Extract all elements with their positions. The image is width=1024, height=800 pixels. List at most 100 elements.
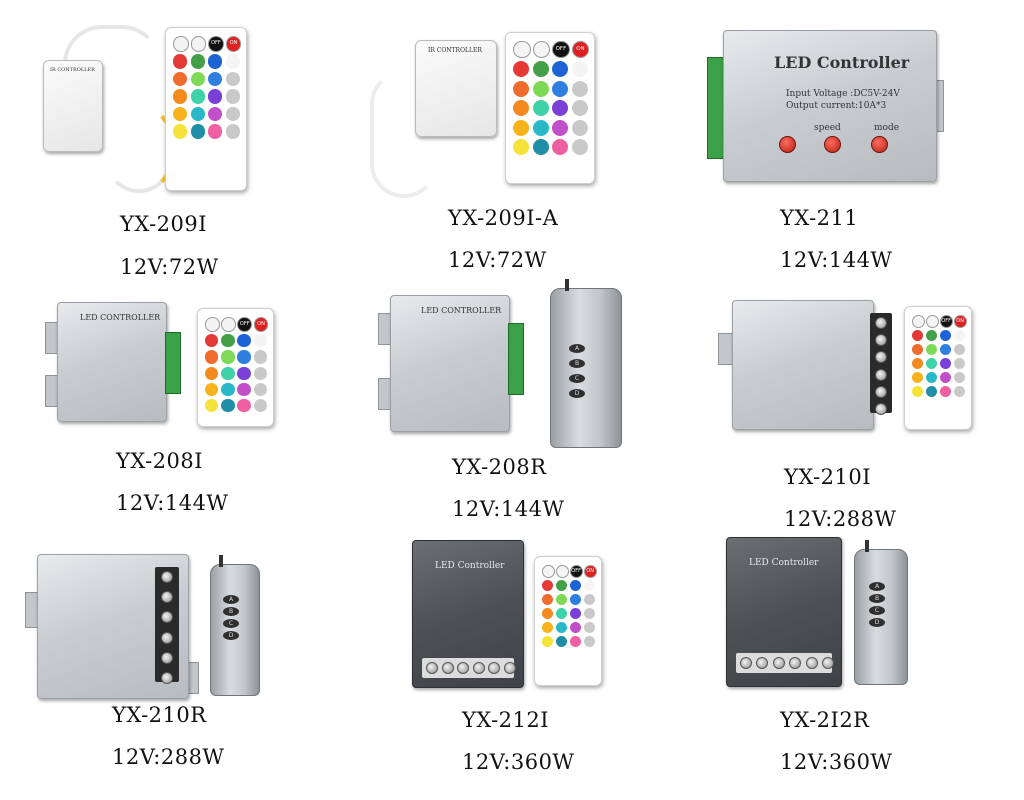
color-key — [225, 54, 240, 69]
color-key — [221, 382, 235, 397]
color-key — [571, 80, 588, 97]
device-label: LED Controller — [774, 53, 910, 72]
brightness-down-key — [925, 315, 939, 328]
color-key — [173, 106, 188, 122]
color-key — [253, 366, 267, 380]
brightness-up-key — [173, 36, 189, 52]
device-label: LED Controller — [749, 558, 819, 568]
color-key — [237, 366, 251, 380]
terminal-block — [422, 658, 516, 678]
color-key — [571, 100, 588, 117]
color-key — [513, 139, 530, 156]
color-key — [190, 54, 205, 69]
color-key — [208, 124, 223, 139]
color-key — [221, 334, 235, 348]
brightness-down-key — [190, 36, 207, 52]
terminal-screw — [875, 403, 887, 415]
terminal-screw — [822, 657, 834, 669]
color-key — [925, 357, 938, 370]
color-key — [583, 621, 596, 634]
color-key — [204, 366, 219, 380]
color-key — [925, 343, 938, 356]
color-key — [237, 382, 251, 397]
terminal-block — [165, 332, 181, 394]
off-key: OFF — [552, 41, 570, 59]
spec-label: 12V:144W — [452, 497, 565, 521]
terminal-block — [508, 323, 524, 395]
terminal-screw — [875, 317, 887, 329]
terminal-screw — [488, 662, 501, 674]
brightness-up-key — [513, 41, 531, 59]
spec-label: 12V:144W — [116, 491, 229, 515]
terminal-screw — [161, 571, 173, 583]
rf-key-b: B — [223, 607, 239, 616]
color-key — [173, 71, 188, 87]
rf-key-b: B — [569, 359, 585, 368]
color-key — [221, 350, 235, 364]
ir-controller-box: IR CONTROLLER — [43, 60, 103, 152]
color-key — [911, 357, 924, 370]
rf-key-d: D — [569, 389, 585, 398]
color-key — [204, 399, 219, 413]
color-key — [569, 593, 582, 606]
brightness-up-key — [204, 317, 220, 332]
color-key — [532, 100, 549, 117]
color-key — [953, 357, 966, 370]
color-key — [569, 635, 582, 648]
rf-key-c: C — [569, 374, 585, 383]
terminal-screw — [161, 651, 173, 664]
off-key: OFF — [939, 315, 953, 328]
terminal-screw — [457, 662, 470, 674]
color-key — [204, 382, 219, 397]
antenna — [865, 540, 869, 552]
color-key — [552, 80, 569, 97]
device-label: LED CONTROLLER — [421, 306, 502, 315]
color-key — [237, 399, 251, 413]
rf-remote: A B C D — [854, 540, 908, 685]
terminal-screw — [875, 351, 887, 364]
terminal-screw — [426, 662, 438, 674]
model-label: YX-210R — [112, 703, 207, 727]
color-key — [569, 621, 582, 634]
color-key — [911, 371, 924, 384]
color-key — [204, 334, 219, 348]
spec-label: 12V:288W — [112, 745, 225, 769]
off-key: OFF — [569, 565, 583, 578]
spec-label: 12V:72W — [120, 255, 219, 279]
color-key — [173, 89, 188, 104]
brightness-down-key — [555, 565, 569, 578]
color-key — [939, 357, 952, 370]
brightness-up-key — [541, 565, 555, 578]
color-key — [190, 124, 205, 139]
current-label: Output current:10A*3 — [786, 101, 887, 111]
model-label: YX-208R — [452, 455, 547, 479]
color-key — [552, 119, 569, 136]
color-key — [532, 61, 549, 78]
color-key — [237, 334, 251, 348]
color-key — [225, 89, 240, 104]
color-key — [555, 635, 568, 648]
rf-remote: A B C D — [210, 555, 260, 696]
color-key — [225, 71, 240, 87]
off-key: OFF — [208, 36, 224, 52]
color-key — [190, 106, 205, 122]
color-key — [939, 329, 952, 342]
product-photo-yx-211: LED Controller Input Voltage :DC5V-24V O… — [705, 25, 945, 185]
product-photo-yx-2i2r: LED Controller A B C D — [722, 535, 912, 690]
color-key — [541, 621, 554, 634]
terminal-screw — [161, 672, 173, 684]
rf-key-d: D — [869, 618, 885, 627]
color-key — [555, 593, 568, 606]
terminal-screw — [740, 657, 752, 669]
rf-key-d: D — [223, 631, 239, 640]
model-label: YX-210I — [784, 465, 872, 489]
color-key — [253, 350, 267, 364]
color-key — [221, 399, 235, 413]
color-key — [571, 119, 588, 136]
led-controller-box — [732, 300, 874, 430]
on-key: ON — [953, 315, 967, 328]
